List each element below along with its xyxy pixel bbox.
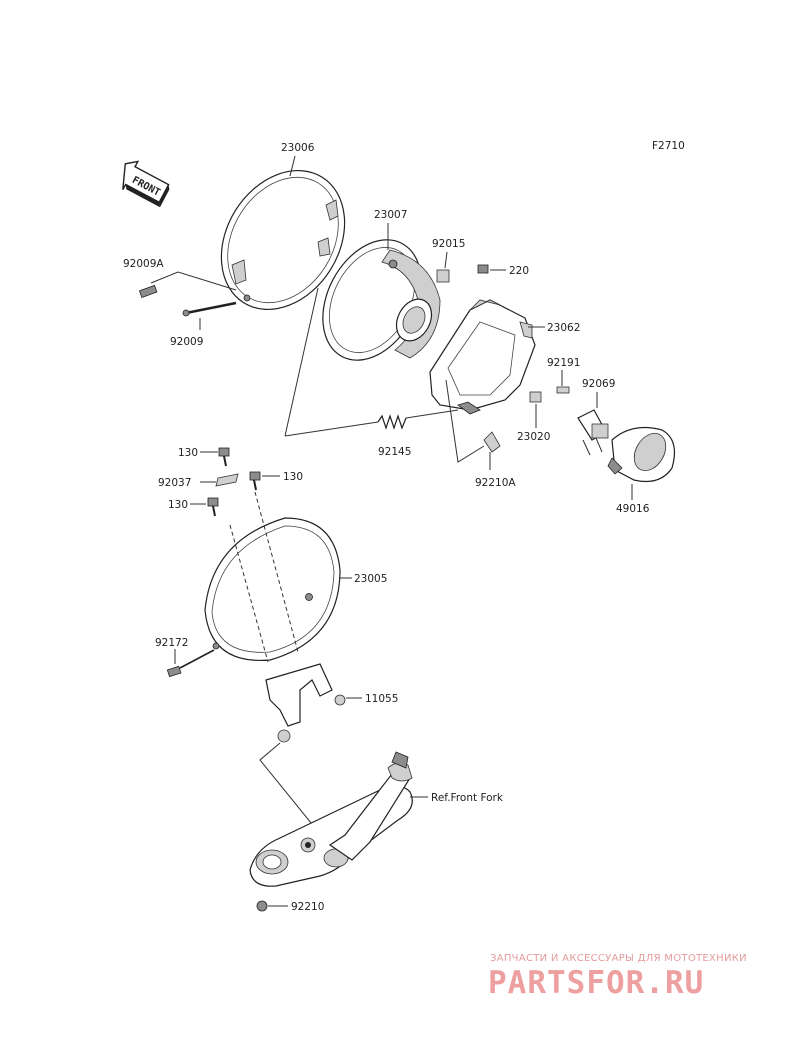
part-ref-front-fork: Ref.Front Fork [431,792,504,804]
washer-92210A [483,431,501,453]
part-23020: 23020 [517,431,550,443]
part-23062: 23062 [547,322,580,334]
part-92210A: 92210A [475,477,516,489]
part-92145: 92145 [378,446,411,458]
front-fork-clamp [249,751,413,887]
watermark-tagline: ЗАПЧАСТИ И АКСЕССУАРЫ ДЛЯ МОТОТЕХНИКИ [490,953,747,964]
part-92069: 92069 [582,378,615,390]
dash-line-a [229,524,269,663]
part-130-c: 130 [168,499,188,511]
front-arrow-icon: FRONT [122,160,170,208]
part-130-b: 130 [283,471,303,483]
bracket-23062 [429,299,536,415]
leader-spring-right [405,409,459,419]
part-92009A: 92009A [123,258,164,270]
nut-92015 [436,269,450,283]
bolt-92172 [166,649,215,678]
spacer-92037 [215,473,239,487]
bulb-cover-49016 [607,427,675,483]
pin-92191 [556,386,570,394]
part-92015: 92015 [432,238,465,250]
part-220: 220 [509,265,529,277]
part-92172: 92172 [155,637,188,649]
leader-92015 [444,251,448,269]
leader-92009A [150,271,237,291]
part-130-a: 130 [178,447,198,459]
headlight-rim-23006 [220,169,346,311]
bulb-92069 [577,409,609,456]
screw-92009A [138,284,158,299]
bolt-130-c [207,497,219,517]
part-23006: 23006 [281,142,315,154]
part-23005: 23005 [354,573,387,585]
part-92037: 92037 [158,477,191,489]
screw-220 [477,264,489,274]
leader-rim-link [284,287,319,437]
leader-spring-left [284,421,379,437]
part-11055: 11055 [365,693,398,705]
leader-92210A-link [445,379,485,463]
part-92009: 92009 [170,336,203,348]
nut-92210 [256,900,268,912]
part-23007: 23007 [374,209,407,221]
watermark-logo: PARTSFOR.RU [488,965,705,1001]
leader-23006 [289,155,296,177]
screw-92009 [182,301,237,317]
headlight-unit-23005 [204,517,341,662]
diagram-code: F2710 [652,140,685,152]
bracket-11055 [265,663,346,743]
spring-92145 [377,414,407,430]
part-49016: 49016 [616,503,650,515]
clip-23020 [529,391,542,403]
leader-bracket-fork [259,742,321,835]
part-92210: 92210 [291,901,324,913]
part-92191: 92191 [547,357,580,369]
bolt-130-b [249,471,261,491]
bolt-130-a [218,447,230,467]
headlight-shell-23007 [322,239,441,361]
